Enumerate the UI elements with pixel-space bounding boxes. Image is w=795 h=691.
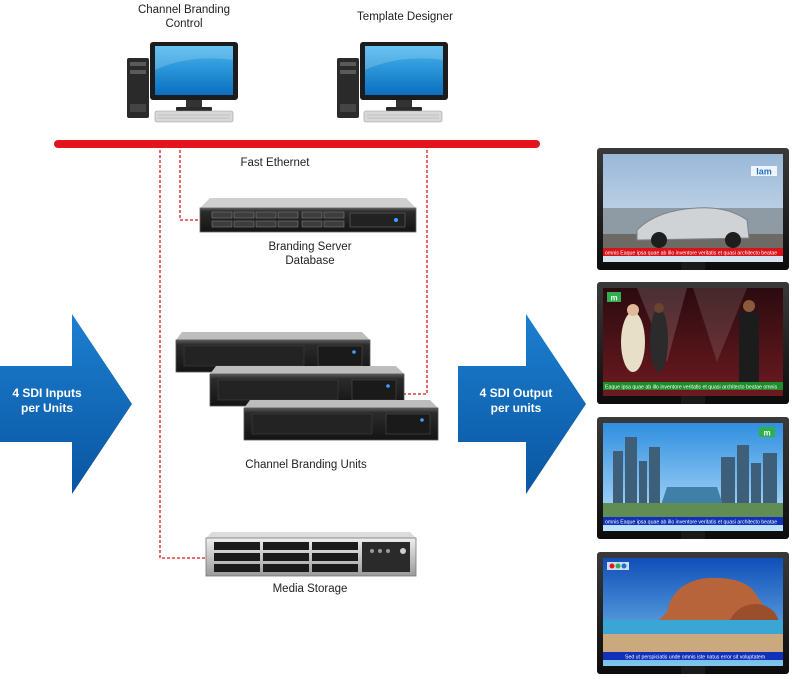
workstation-channel-branding (127, 42, 238, 123)
channel-branding-units (175, 332, 439, 441)
workstation-2-label: Template Designer (340, 10, 470, 24)
tv-screen-3: m omnis Eaque ipsa quae ab illo inventor… (597, 417, 789, 539)
branding-server-label-line1: Branding Server (268, 241, 352, 253)
tv-ticker-text: Eaque ipsa quae ab illo inventore verita… (605, 385, 778, 391)
branding-server-label-line2: Database (285, 255, 335, 267)
connection-lines (159, 150, 428, 559)
tv-screen-1: lam omnis Eaque ipsa quae ab illo invent… (597, 148, 789, 270)
sdi-inputs-label: 4 SDI Inputs per Units (2, 386, 92, 416)
sdi-outputs-label-line1: 4 SDI Output (479, 386, 553, 400)
tv-ticker-text: Sed ut perspiciatis unde omnis iste natu… (625, 655, 765, 661)
branding-server (199, 198, 417, 233)
sdi-inputs-label-line2: per Units (20, 401, 73, 415)
unit-3 (243, 400, 439, 441)
link-storage (159, 150, 206, 559)
tv-ticker-text: omnis Eaque ipsa quae ab illo inventore … (605, 520, 777, 526)
sdi-inputs-label-line1: 4 SDI Inputs (12, 386, 82, 400)
tv-screen-2: m Eaque ipsa quae ab illo inventore veri… (597, 282, 789, 404)
workstation-2-label-line1: Template Designer (357, 11, 453, 23)
branding-server-label: Branding Server Database (240, 240, 380, 268)
workstation-1-label-line1: Channel Branding (137, 4, 231, 16)
media-storage-label: Media Storage (272, 583, 348, 595)
workstation-1-label: Channel Branding Control (124, 3, 244, 31)
tv-screen-4: Sed ut perspiciatis unde omnis iste natu… (597, 552, 789, 674)
branding-units-label: Channel Branding Units (245, 459, 367, 471)
sdi-input-arrow (0, 314, 132, 494)
workstation-template-designer (337, 42, 448, 123)
network-label: Fast Ethernet (240, 157, 310, 169)
link-server (179, 150, 205, 221)
tv-logo: m (763, 429, 770, 438)
link-units (403, 150, 428, 395)
media-storage (205, 532, 417, 577)
sdi-outputs-label: 4 SDI Output per units (468, 386, 564, 416)
tv-logo: lam (756, 167, 772, 177)
workstation-1-label-line2: Control (165, 18, 203, 30)
sdi-output-arrow (458, 314, 586, 494)
tv-ticker-text: omnis Eaque ipsa quae ab illo inventore … (605, 251, 777, 257)
sdi-outputs-label-line2: per units (490, 401, 542, 415)
tv-logo: m (610, 294, 617, 303)
